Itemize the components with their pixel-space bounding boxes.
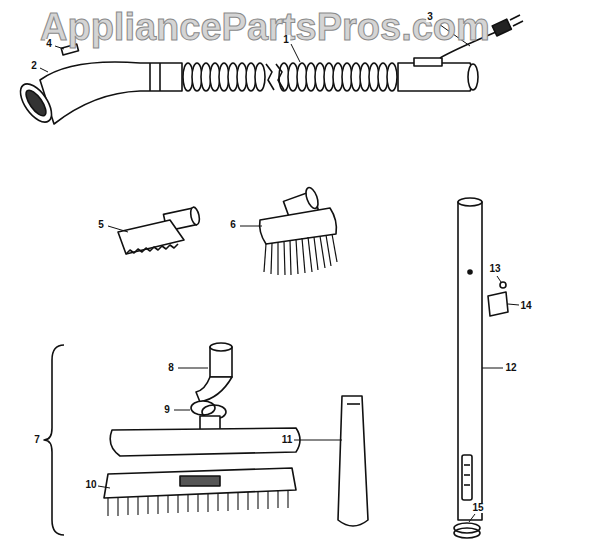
- corrugated-hose: [183, 63, 397, 91]
- callout-number: 3: [426, 12, 434, 22]
- hose-nozzle: [14, 79, 57, 128]
- leader-lines: [40, 22, 519, 522]
- wand-latch: [462, 455, 472, 500]
- hose-handle: [40, 62, 182, 124]
- callout-number: 8: [167, 363, 175, 373]
- hose-cuff: [398, 63, 474, 91]
- callout-number: 12: [504, 363, 517, 373]
- brush-bristles: [264, 234, 337, 275]
- elbow-top: [210, 343, 232, 351]
- floor-tool-neck: [200, 416, 220, 430]
- crevice-tool: [338, 396, 368, 526]
- crevice-slot: [347, 403, 360, 405]
- watermark: AppliancePartsPros.com: [40, 8, 490, 46]
- handle-band: [149, 63, 151, 91]
- brush-head: [260, 208, 337, 244]
- callout-number: 6: [229, 220, 237, 230]
- callout-number: 5: [97, 220, 105, 230]
- handle-band: [159, 63, 161, 91]
- brush-slot: [180, 476, 220, 486]
- callout-number: 9: [163, 405, 171, 415]
- floor-brush: [104, 468, 296, 498]
- wand-tube: [458, 202, 482, 520]
- floor-brush-bristles: [108, 490, 288, 516]
- cord-connector: [414, 58, 442, 66]
- cuff-end: [468, 64, 478, 90]
- callout-number: 11: [281, 435, 294, 445]
- nozzle-teeth: [126, 244, 178, 254]
- brush-neck-end: [304, 186, 321, 210]
- wand-ring-edge: [454, 528, 480, 538]
- wand-bracket: [488, 292, 508, 316]
- plug-prong: [513, 21, 523, 26]
- elbow-bend: [196, 377, 232, 402]
- floor-tool-body: [110, 428, 300, 456]
- callout-number: 4: [45, 39, 53, 49]
- callout-number: 14: [519, 301, 532, 311]
- callout-number: 13: [488, 264, 501, 274]
- screw: [500, 282, 506, 288]
- callout-number: 10: [84, 480, 97, 490]
- wand-hole: [468, 270, 472, 274]
- wand-top: [458, 198, 482, 206]
- group-bracket: [44, 345, 64, 535]
- plug: [492, 19, 511, 36]
- callout-number: 2: [30, 61, 38, 71]
- plug-prong: [510, 15, 520, 20]
- nozzle-neck-end: [189, 206, 201, 225]
- upholstery-nozzle: [118, 220, 184, 254]
- callout-number: 1: [282, 35, 290, 45]
- callout-number: 7: [33, 435, 41, 445]
- hose-nozzle-opening: [22, 87, 49, 118]
- callout-number: 15: [471, 503, 484, 513]
